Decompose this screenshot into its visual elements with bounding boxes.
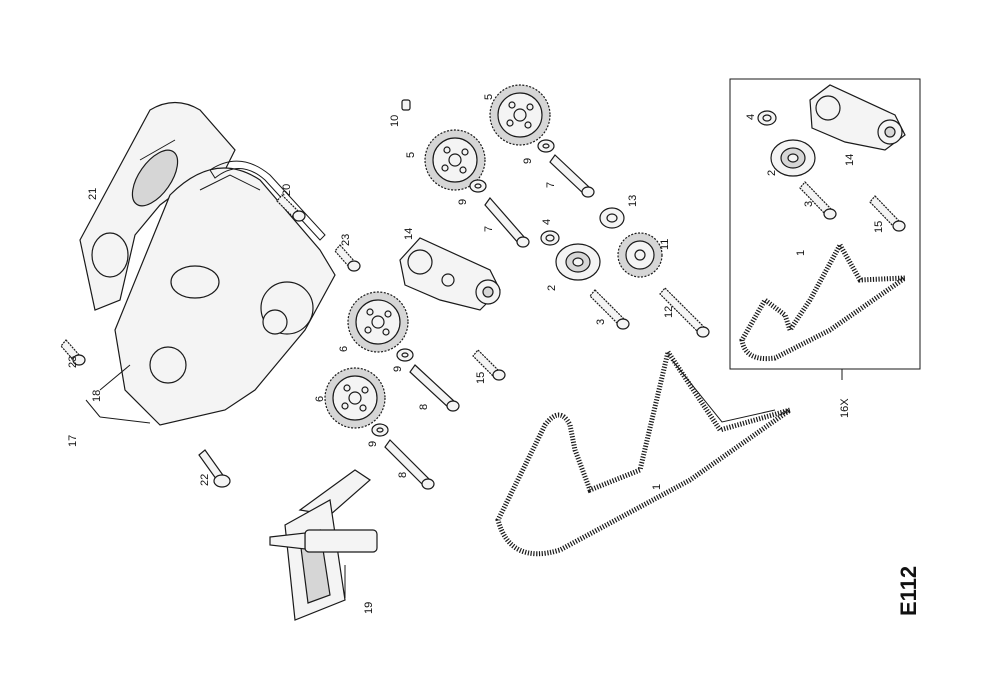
washer-4 [540, 230, 560, 246]
callout-22: 22 [199, 474, 211, 486]
callout-20: 20 [281, 184, 293, 196]
bolt-15 [472, 349, 506, 381]
callout-5-a: 5 [405, 152, 417, 158]
sprocket-11 [617, 232, 663, 278]
sealant-kit-19 [269, 469, 378, 621]
callout-6-a: 6 [338, 346, 350, 352]
callout-9-b: 9 [522, 158, 534, 164]
camshaft-sprocket-5a [424, 129, 486, 191]
callout-15-inset: 15 [873, 221, 885, 233]
callout-15-main: 15 [475, 372, 487, 384]
bolt-20 [276, 194, 306, 222]
timing-cover-rear [114, 167, 336, 426]
timing-cover-upper [79, 101, 236, 311]
callout-9-d: 9 [367, 441, 379, 447]
bolt-23 [60, 244, 361, 366]
inset-bolt-15 [869, 195, 906, 232]
callout-5-b: 5 [483, 94, 495, 100]
camshaft-sprocket-6b [324, 367, 386, 429]
callout-23-upper: 23 [340, 234, 352, 246]
inset-idler-pulley-2 [770, 139, 816, 177]
callout-4-inset: 4 [745, 114, 757, 120]
spacer-13 [599, 207, 625, 229]
callout-13: 13 [627, 195, 639, 207]
washer-9 [371, 139, 555, 437]
tensioner-bracket-14 [399, 237, 501, 311]
callout-1-main: 1 [651, 484, 663, 490]
callout-3-main: 3 [595, 319, 607, 325]
callout-16x: 16X [839, 398, 851, 418]
callout-12: 12 [663, 306, 675, 318]
camshaft-sprocket-5b [489, 84, 551, 146]
camshaft-bolt-8 [384, 364, 460, 490]
callout-18: 18 [91, 390, 103, 402]
callout-21: 21 [87, 188, 99, 200]
callout-labels: 21 20 23 23 18 17 22 19 10 5 5 9 9 9 9 7… [67, 94, 921, 616]
diagram-code: E112 [896, 566, 921, 616]
callout-3-inset: 3 [803, 201, 815, 207]
callout-2-inset: 2 [766, 170, 778, 176]
stud-22 [198, 449, 231, 488]
inset-kit-16x [729, 78, 921, 370]
callout-8-a: 8 [418, 404, 430, 410]
camshaft-sprocket-6a [347, 291, 409, 353]
callout-7-a: 7 [483, 226, 495, 232]
callout-2-main: 2 [546, 285, 558, 291]
timing-cover-gasket [209, 160, 326, 241]
bolt-12 [659, 287, 710, 338]
idler-pulley-2 [555, 243, 601, 281]
callout-9-c: 9 [392, 366, 404, 372]
inset-timing-belt-1 [739, 239, 914, 362]
inset-washer-4 [757, 110, 777, 126]
callout-23-lower: 23 [67, 356, 79, 368]
callout-8-b: 8 [397, 472, 409, 478]
inset-bolt-3 [799, 181, 837, 220]
callout-6-b: 6 [314, 396, 326, 402]
callout-17: 17 [67, 435, 79, 447]
callout-7-b: 7 [545, 182, 557, 188]
camshaft-bolt-7 [484, 154, 595, 248]
timing-belt-1 [495, 345, 792, 557]
callout-4-main: 4 [541, 219, 553, 225]
leader-lines [85, 364, 843, 598]
callout-10: 10 [389, 115, 401, 127]
callout-1-inset: 1 [795, 250, 807, 256]
bolt-3 [589, 289, 630, 330]
callout-11: 11 [659, 239, 671, 250]
callout-19: 19 [363, 602, 375, 614]
callout-14-main: 14 [403, 228, 415, 240]
callout-14-inset: 14 [844, 154, 856, 166]
inset-tensioner-bracket-14 [809, 84, 906, 151]
callout-9-a: 9 [457, 199, 469, 205]
pin-10 [401, 99, 411, 111]
